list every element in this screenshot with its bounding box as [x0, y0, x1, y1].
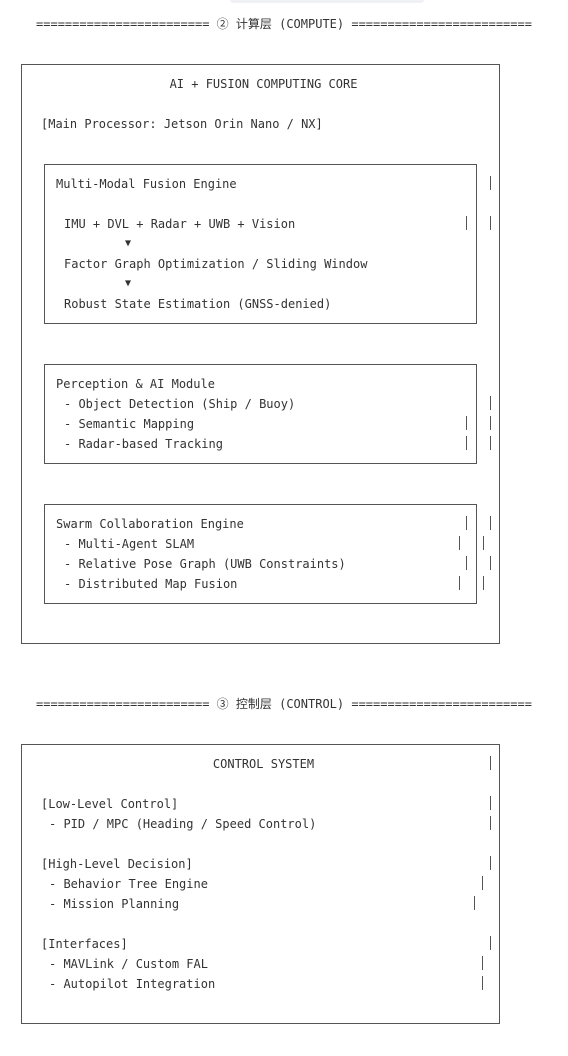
control-layer-banner: ======================== ③ 控制层 (CONTROL)…	[36, 697, 532, 711]
ascii-border-bar	[466, 516, 467, 530]
perception-module-title: Perception & AI Module	[56, 377, 215, 391]
ascii-border-bar	[482, 956, 483, 970]
perception-item: - Semantic Mapping	[64, 417, 195, 431]
ascii-border-bar	[459, 576, 460, 590]
ascii-border-bar	[490, 856, 491, 870]
interfaces-heading: [Interfaces]	[41, 937, 128, 951]
ascii-border-bar	[466, 556, 467, 570]
ascii-border-bar	[490, 816, 491, 830]
fusion-state-estimation: Robust State Estimation (GNSS-denied)	[64, 297, 332, 311]
ascii-border-bar	[490, 756, 491, 770]
down-arrow-icon: ▼	[125, 278, 132, 289]
swarm-engine-box: Swarm Collaboration Engine - Multi-Agent…	[44, 504, 477, 604]
top-scroll-shade	[230, 0, 424, 3]
interfaces-item: - MAVLink / Custom FAL	[49, 957, 208, 971]
ascii-border-bar	[490, 216, 491, 230]
core-title: AI + FUSION COMPUTING CORE	[169, 77, 358, 91]
ascii-border-bar	[490, 936, 491, 950]
swarm-item: - Distributed Map Fusion	[64, 577, 238, 591]
ascii-border-bar	[490, 516, 491, 530]
fusion-engine-title: Multi-Modal Fusion Engine	[56, 177, 237, 191]
low-level-item: - PID / MPC (Heading / Speed Control)	[49, 817, 317, 831]
ascii-border-bar	[490, 556, 491, 570]
perception-item: - Radar-based Tracking	[64, 437, 223, 451]
fusion-sensor-inputs: IMU + DVL + Radar + UWB + Vision	[64, 217, 296, 231]
low-level-heading: [Low-Level Control]	[41, 797, 179, 811]
ascii-border-bar	[466, 216, 467, 230]
ascii-border-bar	[490, 396, 491, 410]
swarm-engine-title: Swarm Collaboration Engine	[56, 517, 244, 531]
fusion-engine-box: Multi-Modal Fusion Engine IMU + DVL + Ra…	[44, 164, 477, 324]
ascii-border-bar	[490, 176, 491, 190]
ascii-border-bar	[459, 536, 460, 550]
high-level-heading: [High-Level Decision]	[41, 857, 193, 871]
ascii-border-bar	[490, 416, 491, 430]
perception-module-box: Perception & AI Module - Object Detectio…	[44, 364, 477, 464]
high-level-item: - Behavior Tree Engine	[49, 877, 208, 891]
fusion-optimization-step: Factor Graph Optimization / Sliding Wind…	[64, 257, 368, 271]
ai-fusion-core-box: AI + FUSION COMPUTING CORE [Main Process…	[21, 64, 500, 644]
ascii-border-bar	[483, 536, 484, 550]
ascii-border-bar	[482, 876, 483, 890]
down-arrow-icon: ▼	[125, 238, 132, 249]
control-system-box: CONTROL SYSTEM [Low-Level Control] - PID…	[21, 744, 500, 1024]
swarm-item: - Relative Pose Graph (UWB Constraints)	[64, 557, 346, 571]
ascii-border-bar	[490, 796, 491, 810]
main-processor-label: [Main Processor: Jetson Orin Nano / NX]	[41, 117, 323, 131]
high-level-item: - Mission Planning	[49, 897, 180, 911]
swarm-item: - Multi-Agent SLAM	[64, 537, 195, 551]
ascii-border-bar	[474, 896, 475, 910]
control-system-title: CONTROL SYSTEM	[212, 757, 315, 771]
compute-layer-banner: ======================== ② 计算层 (COMPUTE)…	[36, 17, 532, 31]
interfaces-item: - Autopilot Integration	[49, 977, 216, 991]
ascii-border-bar	[482, 976, 483, 990]
ascii-border-bar	[483, 576, 484, 590]
ascii-border-bar	[490, 436, 491, 450]
perception-item: - Object Detection (Ship / Buoy)	[64, 397, 296, 411]
ascii-border-bar	[466, 416, 467, 430]
ascii-border-bar	[466, 436, 467, 450]
